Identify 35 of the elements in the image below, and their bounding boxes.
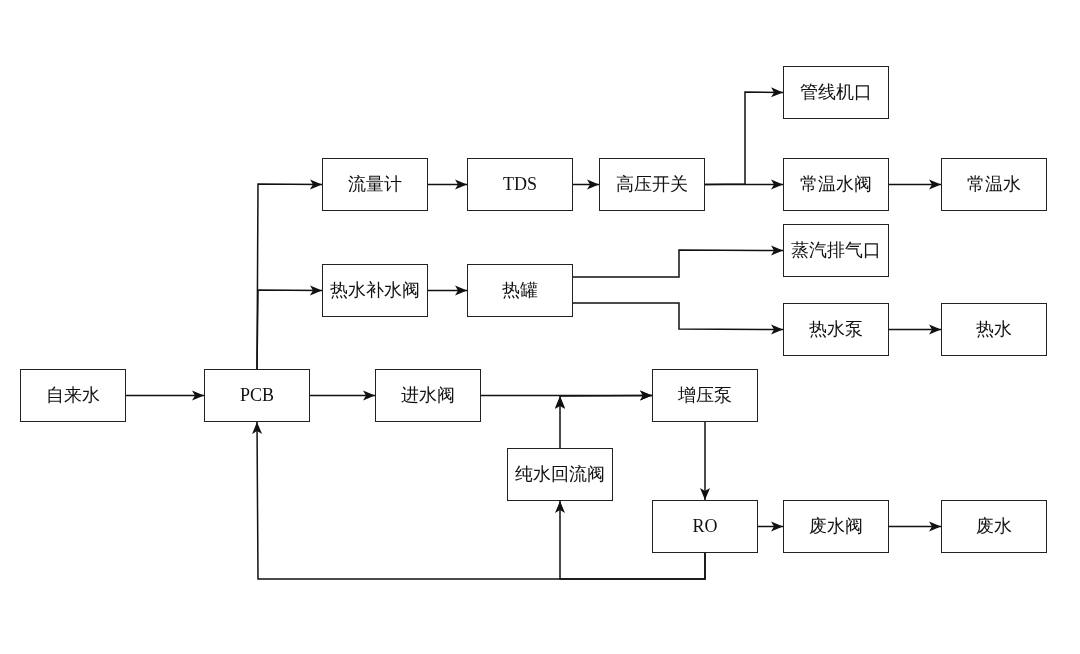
process-box: 热水泵 [783,303,889,356]
process-box: 高压开关 [599,158,705,211]
process-box: 纯水回流阀 [507,448,613,501]
arrow [700,421,710,501]
arrow [427,179,468,190]
process-box: TDS [467,158,573,211]
arrow [572,245,784,278]
arrow [555,390,653,449]
arrow [757,521,784,532]
process-box: 热水补水阀 [322,264,428,317]
process-box: 流量计 [322,158,428,211]
arrow [572,302,784,335]
arrow [888,179,942,190]
arrow [888,324,942,335]
arrow [427,285,468,296]
arrow [125,390,205,401]
process-box: RO [652,500,758,553]
process-box: PCB [204,369,310,422]
process-box: 废水 [941,500,1047,553]
process-box: 废水阀 [783,500,889,553]
process-box: 自来水 [20,369,126,422]
process-box: 热罐 [467,264,573,317]
process-box: 热水 [941,303,1047,356]
arrow [309,390,376,401]
process-box: 蒸汽排气口 [783,224,889,277]
arrow [572,179,600,190]
arrow [256,285,323,370]
process-box: 进水阀 [375,369,481,422]
process-box: 常温水阀 [783,158,889,211]
process-box: 管线机口 [783,66,889,119]
arrow [555,500,706,580]
process-box: 常温水 [941,158,1047,211]
arrow [704,179,784,190]
process-box: 增压泵 [652,369,758,422]
arrow [888,521,942,532]
